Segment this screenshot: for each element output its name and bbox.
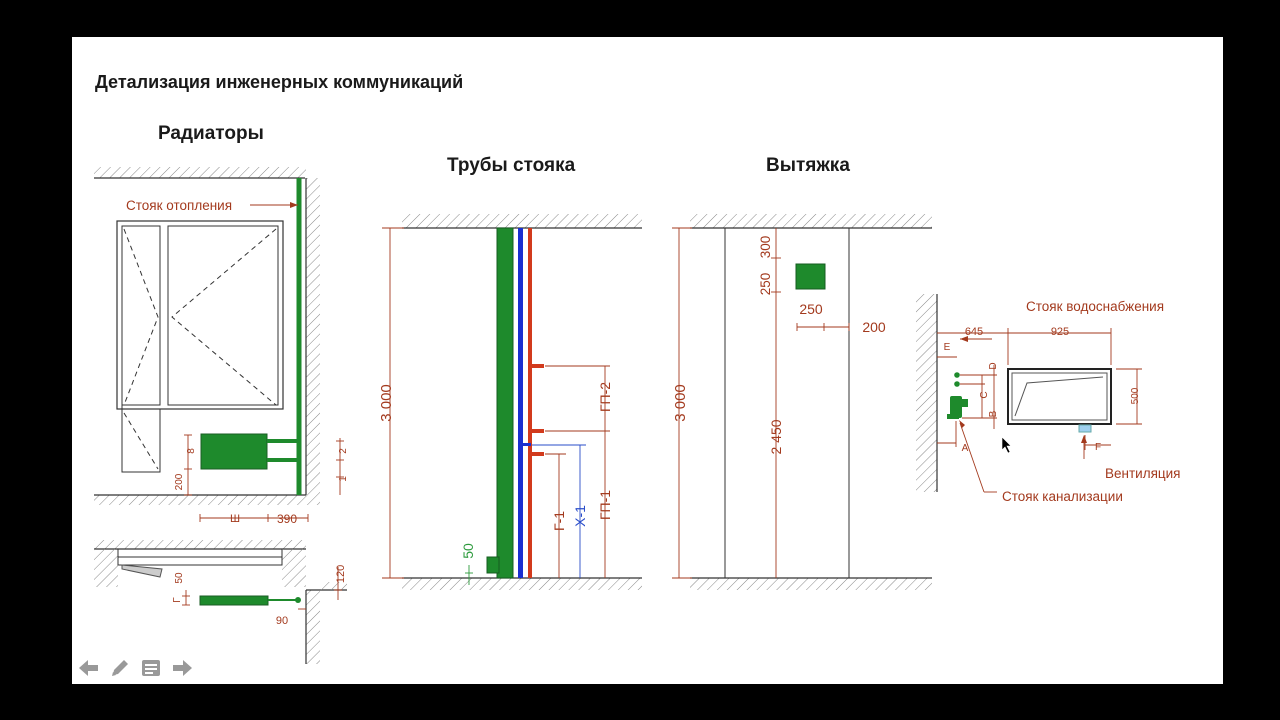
dim-exhaust-2450: 2 450: [768, 419, 784, 454]
section-title-riser-pipes: Трубы стояка: [447, 155, 576, 176]
dim-riser-50: 50: [460, 543, 476, 559]
dim-exhaust-250-vertical: 250: [758, 273, 773, 296]
riser-height: 3 000: [378, 384, 395, 422]
bathtub: [1007, 368, 1112, 425]
radiator-plan: [94, 540, 347, 664]
dim-plumbing-925: 925: [1051, 326, 1069, 338]
exhaust-vent: [795, 263, 826, 290]
dim-plumbing-645: 645: [965, 326, 983, 338]
dim-plumbing-b: B: [988, 410, 999, 417]
dim-plumbing-500: 500: [1130, 387, 1141, 404]
dim-radiator-width: Ш: [230, 513, 240, 525]
dim-plan-120: 120: [335, 565, 347, 583]
mouse-cursor-icon: [1001, 436, 1012, 454]
dim-radiator-1: 1: [338, 476, 349, 482]
dim-exhaust-200: 200: [862, 319, 886, 335]
dim-plumbing-f: F: [1095, 442, 1101, 453]
cold-water-pipe: [518, 228, 523, 578]
ventilation-grille: [1078, 424, 1092, 433]
next-arrow-icon[interactable]: [171, 657, 193, 679]
floor-hatch: [94, 495, 306, 505]
dim-radiator-2: 2: [338, 448, 349, 454]
window-frame: [116, 220, 284, 410]
section-title-exhaust: Вытяжка: [766, 155, 850, 176]
radiator-plan-body: [199, 595, 269, 606]
dim-radiator-8: 8: [186, 448, 197, 454]
dim-radiator-200: 200: [174, 473, 185, 490]
dim-exhaust-300: 300: [758, 236, 773, 259]
section-title-radiators: Радиаторы: [158, 123, 264, 144]
dim-plumbing-c: C: [979, 391, 990, 398]
exhaust-height: 3 000: [672, 384, 689, 422]
water-riser-label: Стояк водоснабжения: [1026, 299, 1164, 314]
hot-water-pipe: [528, 228, 532, 578]
exhaust-drawing: [672, 214, 932, 590]
radiator: [200, 433, 268, 470]
dim-plan-50: 50: [174, 572, 185, 584]
engineering-drawing: Стояк отопления 8 200 2 1 Ш 390 50 Г 120…: [94, 167, 1180, 664]
presentation-controls: [78, 657, 193, 679]
slide: Детализация инженерных коммуникаций Ради…: [72, 37, 1223, 684]
dim-plumbing-d: D: [988, 362, 999, 369]
page-title: Детализация инженерных коммуникаций: [95, 72, 464, 92]
pencil-icon[interactable]: [109, 657, 131, 679]
dim-gp2: ГП-2: [597, 382, 613, 412]
dim-plumbing-e: E: [944, 342, 951, 353]
sewer-riser-label: Стояк канализации: [1002, 489, 1123, 504]
prev-arrow-icon[interactable]: [78, 657, 100, 679]
notes-icon[interactable]: [140, 657, 162, 679]
dim-plumbing-a: A: [962, 443, 969, 454]
radiator-elevation: [94, 167, 344, 522]
dim-exhaust-250-horizontal: 250: [799, 301, 823, 317]
ventilation-label: Вентиляция: [1105, 466, 1180, 481]
dim-g1: Г-1: [551, 511, 567, 531]
dim-radiator-390: 390: [277, 512, 297, 526]
heating-riser-label: Стояк отопления: [126, 198, 232, 213]
dim-gp1: ГП-1: [597, 490, 613, 520]
riser-pipes-drawing: [382, 214, 642, 590]
dim-plan-90: 90: [276, 615, 288, 627]
dim-plan-g: Г: [172, 597, 183, 603]
sewer-pipe: [496, 227, 514, 579]
dim-x1: Х-1: [572, 505, 588, 527]
wall-hatch: [306, 178, 320, 505]
ceiling-hatch: [94, 167, 306, 178]
plumbing-plan: [916, 294, 1142, 493]
